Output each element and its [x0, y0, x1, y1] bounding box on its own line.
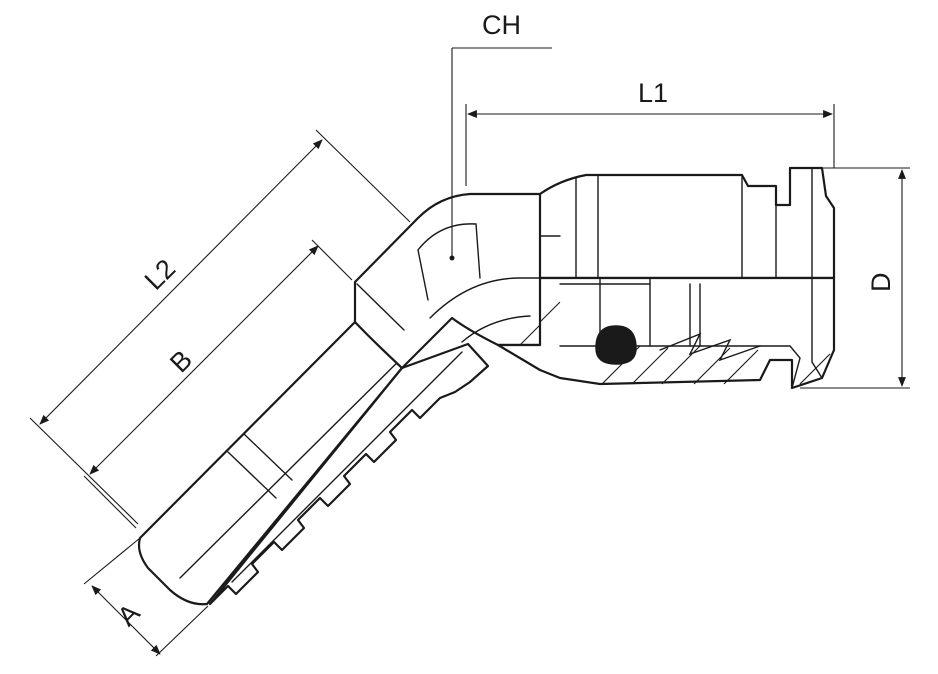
section-hatch-8: [519, 324, 541, 346]
dimension-d: D: [800, 167, 910, 389]
l2-ext-bottom: [29, 417, 139, 525]
hose-tail-bore-upper: [179, 329, 431, 579]
dimension-ch: CH: [449, 10, 552, 261]
hose-tail-barb-line: [231, 351, 463, 583]
elbow-passage: [429, 277, 561, 319]
section-hatch-4: [693, 347, 731, 385]
l1-label: L1: [638, 78, 668, 108]
ch-label: CH: [482, 10, 521, 40]
retaining-spring: [659, 332, 761, 362]
coupling-body: [496, 166, 836, 390]
elbow-seam: [356, 283, 405, 331]
ch-leader-dot: [449, 255, 455, 261]
dimension-l1: L1: [465, 78, 835, 186]
coupling-upper: [538, 166, 836, 280]
a-ext-left: [83, 537, 141, 585]
l2-dim-line: [39, 139, 323, 425]
b-label: B: [164, 344, 198, 378]
d-label: D: [866, 273, 896, 293]
l2-label: L2: [139, 253, 181, 295]
section-hatch-2: [631, 347, 669, 385]
elbow-outer: [353, 192, 562, 370]
end-flange: [811, 277, 823, 379]
hex-socket-inner: [417, 249, 429, 301]
section-hatch-5: [723, 349, 759, 385]
section-hatch-6: [799, 353, 831, 385]
elbow-passage-lower: [461, 315, 531, 343]
coupling-lower: [496, 276, 836, 390]
b-dim-line: [89, 245, 319, 475]
a-dim-line: [91, 585, 161, 655]
o-ring-seal: [595, 325, 637, 365]
hex-socket-curve: [417, 223, 481, 279]
section-hatch-7: [539, 301, 561, 323]
elbow-body: [353, 192, 562, 370]
locking-sleeve: [759, 345, 801, 389]
l2-ext-top: [315, 129, 411, 223]
a-ext-right: [155, 605, 209, 657]
a-label: A: [112, 598, 146, 632]
b-ext-bottom: [83, 475, 137, 529]
hose-tail-barbs: [208, 342, 490, 606]
